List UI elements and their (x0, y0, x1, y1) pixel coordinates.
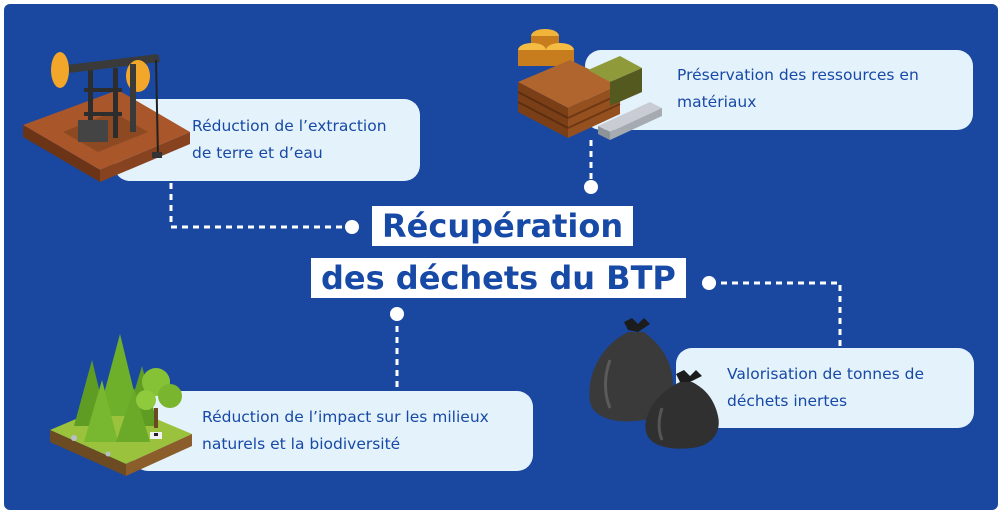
connector-dot-valorisation (702, 276, 716, 290)
card-extraction-line1: Réduction de l’extraction (192, 117, 387, 135)
card-ressources-line1: Préservation des ressources en (677, 66, 919, 84)
waste-bags-icon (589, 318, 719, 449)
oil-pump-jack-icon (23, 52, 190, 182)
title-line-2: des déchets du BTP (311, 258, 686, 298)
card-ressources-line2: matériaux (677, 93, 757, 111)
card-valorisation-line1: Valorisation de tonnes de (727, 365, 924, 383)
card-milieux-line2: naturels et la biodiversité (202, 435, 401, 453)
connector-extraction (169, 183, 352, 229)
card-valorisation-dechets: Valorisation de tonnes de déchets inerte… (676, 348, 974, 428)
title-line-1: Récupération (372, 206, 634, 246)
card-reduction-impact-milieux: Réduction de l’impact sur les milieux na… (132, 391, 533, 471)
card-milieux-line1: Réduction de l’impact sur les milieux (202, 408, 489, 426)
connector-dot-extraction (345, 220, 359, 234)
card-valorisation-line2: déchets inertes (727, 392, 848, 410)
card-extraction-line2: de terre et d’eau (192, 144, 323, 162)
building-materials-pallet-icon (517, 29, 662, 140)
forest-island-icon (50, 334, 192, 476)
connector-dot-ressources (584, 180, 598, 194)
connector-dot-milieux (390, 307, 404, 321)
